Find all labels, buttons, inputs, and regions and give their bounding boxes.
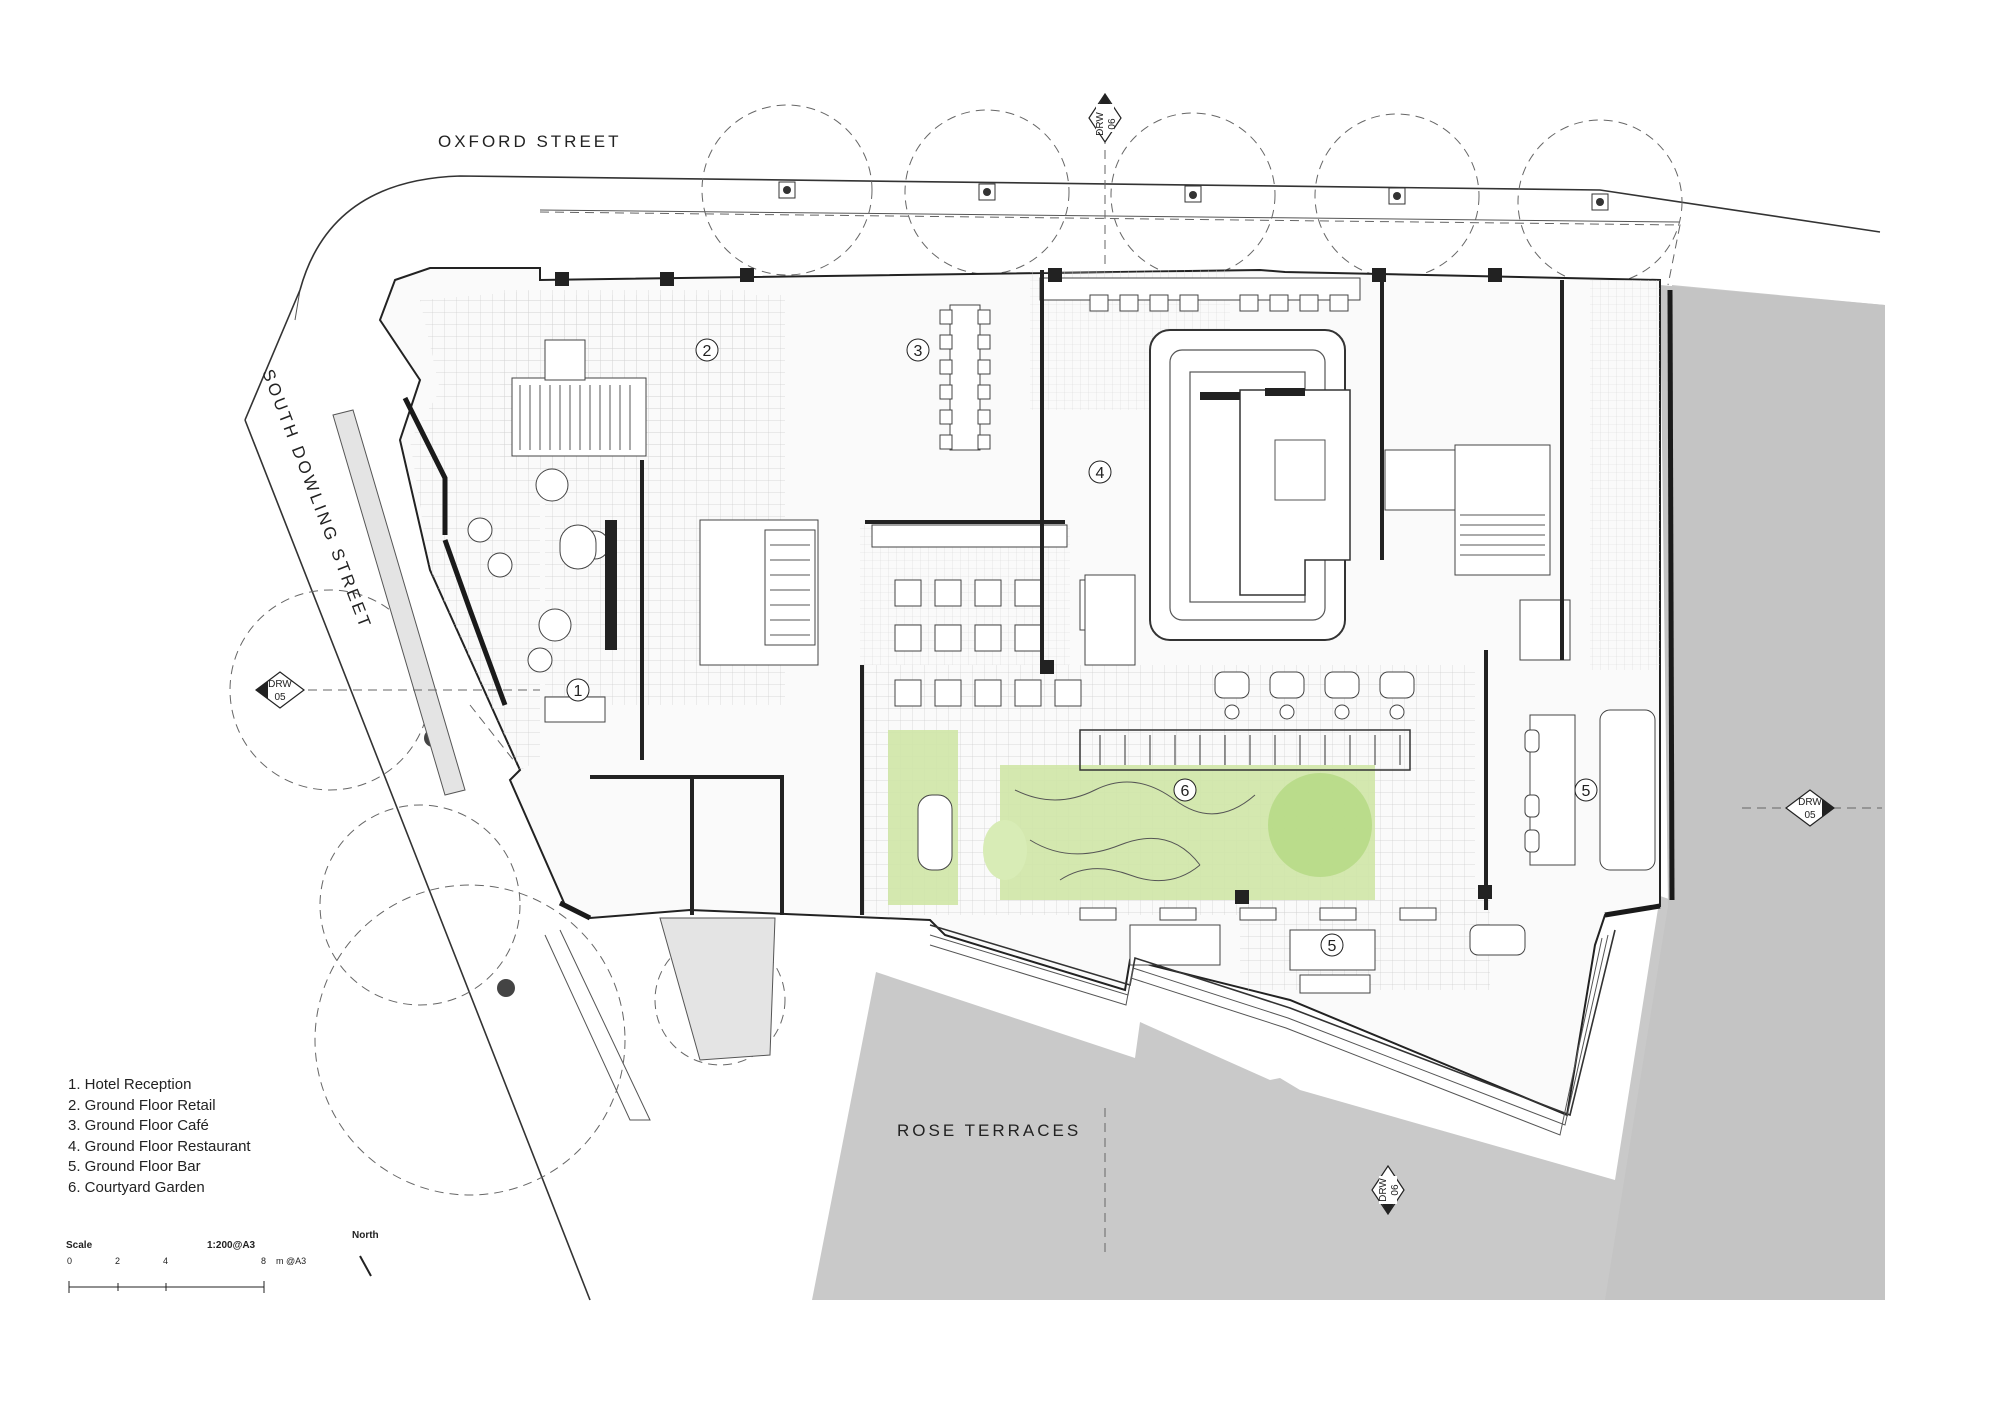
- oxford-street-label: OXFORD STREET: [438, 132, 622, 151]
- legend-item: 6. Courtyard Garden: [68, 1178, 205, 1196]
- svg-text:06: 06: [1390, 1184, 1401, 1196]
- room-tag-bar-east: 5: [1574, 778, 1598, 802]
- scale-tick-label: 4: [163, 1256, 169, 1266]
- section-marker-drw-05-east: DRW 05: [1785, 789, 1835, 827]
- legend-item: 1. Hotel Reception: [68, 1076, 192, 1093]
- room-tag-cafe: 3: [906, 338, 930, 362]
- walls: [402, 268, 1675, 921]
- rose-terraces-label: ROSE TERRACES: [897, 1121, 1081, 1140]
- section-marker-drw-06-south: DRW 06: [1371, 1164, 1405, 1216]
- section-marker-drw-06-north: DRW 06: [1088, 92, 1122, 144]
- scale-tick-label: 8: [261, 1256, 267, 1266]
- stair-cores: [511, 339, 1571, 666]
- south-terrace-edge: [929, 924, 1616, 1136]
- furniture: [467, 277, 1656, 994]
- room-tag-bar-south: 5: [1320, 933, 1344, 957]
- scale-bar: [68, 1281, 265, 1293]
- north-arrow-icon: [359, 1255, 372, 1277]
- svg-text:5: 5: [1582, 783, 1591, 800]
- svg-text:DRW: DRW: [1378, 1178, 1389, 1202]
- svg-text:5: 5: [1328, 938, 1337, 955]
- svg-text:DRW: DRW: [268, 679, 292, 690]
- svg-text:6: 6: [1181, 783, 1190, 800]
- svg-text:DRW: DRW: [1095, 112, 1106, 136]
- room-tag-restaurant: 4: [1088, 460, 1112, 484]
- room-number-tags: 1 2 3 4 5 5 6: [566, 338, 1598, 957]
- scale-tick-label: 2: [115, 1256, 121, 1266]
- room-tag-retail: 2: [695, 338, 719, 362]
- street-lines: [244, 175, 1881, 1301]
- scale-title: Scale: [66, 1240, 93, 1251]
- restaurant-bar: [1149, 329, 1351, 641]
- room-tag-reception: 1: [566, 678, 590, 702]
- legend-item: 4. Ground Floor Restaurant: [68, 1137, 251, 1155]
- street-planter: [332, 409, 776, 1061]
- rose-terraces-block: [812, 285, 1885, 1300]
- svg-text:05: 05: [1804, 810, 1816, 821]
- neighbour-buildings: [812, 285, 1885, 1300]
- north-label: North: [352, 1230, 379, 1241]
- legend-item: 2. Ground Floor Retail: [68, 1096, 216, 1114]
- section-lines: [278, 120, 1882, 1255]
- scale-tick-label: 0: [67, 1256, 73, 1266]
- scale-ratio: 1:200@A3: [207, 1240, 256, 1251]
- svg-text:3: 3: [914, 343, 923, 360]
- svg-text:4: 4: [1096, 465, 1105, 482]
- svg-text:1: 1: [574, 683, 583, 700]
- legend-item: 3. Ground Floor Café: [68, 1117, 209, 1134]
- section-marker-drw-05-west: DRW 05: [255, 671, 305, 709]
- room-legend: 1. Hotel Reception 2. Ground Floor Retai…: [68, 1075, 251, 1198]
- svg-text:05: 05: [274, 692, 286, 703]
- svg-text:06: 06: [1107, 118, 1118, 130]
- svg-text:2: 2: [703, 343, 712, 360]
- scale-unit: m @A3: [276, 1256, 307, 1266]
- room-tag-garden: 6: [1173, 778, 1197, 802]
- svg-text:DRW: DRW: [1798, 797, 1822, 808]
- east-neighbour-block: [1605, 285, 1885, 1300]
- legend-item: 5. Ground Floor Bar: [68, 1158, 201, 1175]
